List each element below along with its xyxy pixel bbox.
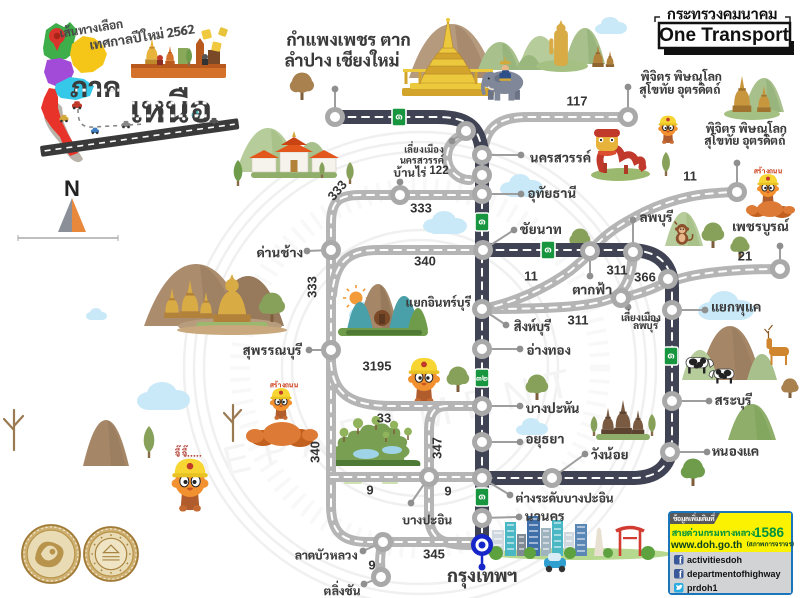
svg-text:122: 122 [429, 165, 448, 177]
svg-text:f: f [679, 556, 683, 567]
svg-text:One Transport: One Transport [659, 25, 790, 46]
svg-text:347: 347 [429, 437, 444, 459]
svg-text:11: 11 [683, 168, 697, 183]
svg-text:311: 311 [568, 312, 589, 327]
svg-text:33: 33 [377, 410, 391, 425]
svg-text:prdoh1: prdoh1 [687, 583, 718, 593]
svg-text:311: 311 [607, 262, 628, 277]
svg-text:f: f [679, 570, 683, 581]
svg-text:366: 366 [634, 269, 656, 284]
svg-text:340: 340 [307, 441, 322, 463]
svg-text:333: 333 [304, 276, 319, 298]
svg-text:9: 9 [444, 483, 451, 498]
svg-text:117: 117 [567, 93, 588, 108]
svg-text:21: 21 [738, 248, 752, 263]
svg-text:333: 333 [410, 200, 432, 215]
svg-text:1586: 1586 [754, 525, 785, 540]
svg-text:N: N [64, 176, 80, 201]
svg-text:activitiesdoh: activitiesdoh [687, 555, 742, 565]
svg-text:www.doh.go.th: www.doh.go.th [670, 540, 742, 551]
svg-text:9: 9 [366, 482, 373, 497]
svg-text:340: 340 [414, 253, 436, 268]
svg-text:9: 9 [368, 557, 375, 572]
svg-text:departmentofhighway: departmentofhighway [687, 569, 781, 579]
svg-text:3195: 3195 [363, 358, 392, 373]
svg-text:11: 11 [524, 268, 538, 283]
svg-text:345: 345 [423, 546, 445, 561]
